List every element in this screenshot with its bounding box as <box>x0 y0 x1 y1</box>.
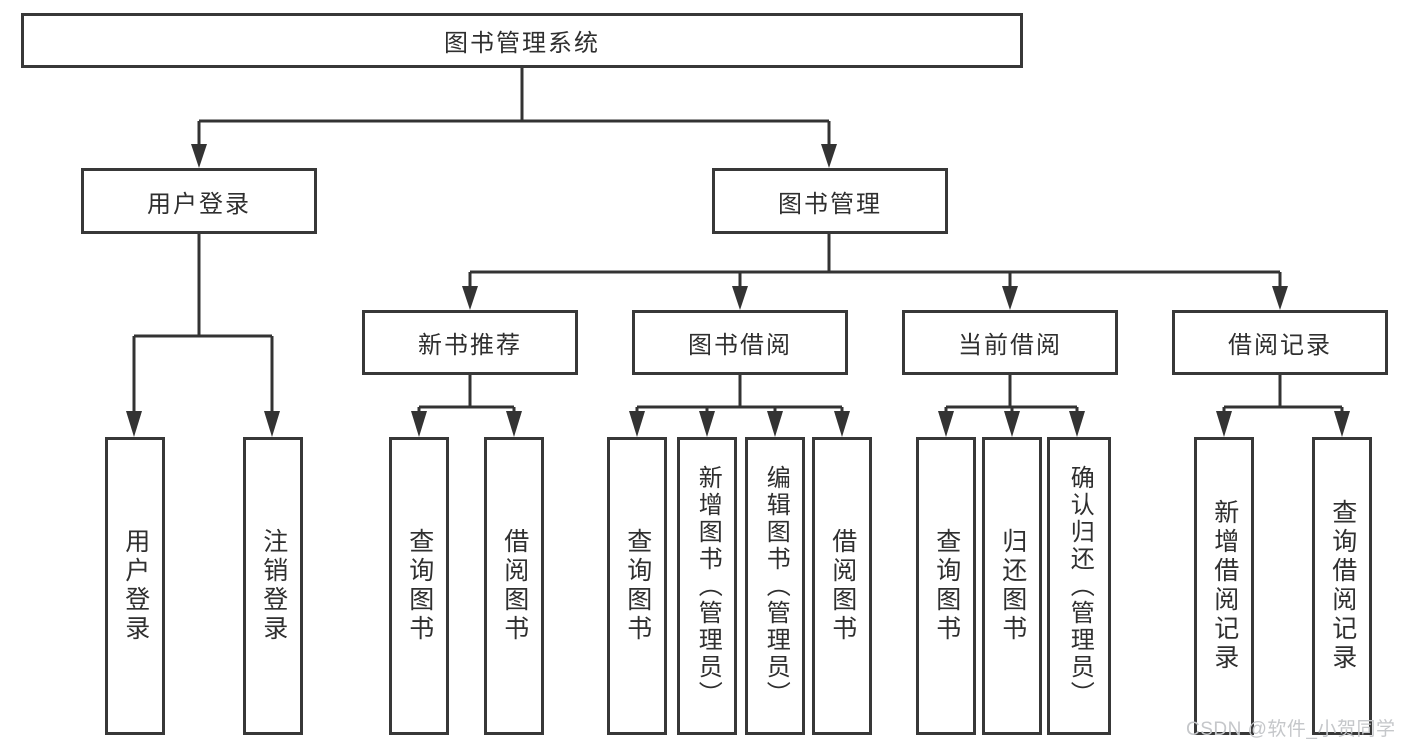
leaf-current-query-book-label: 查询图书 <box>932 528 961 644</box>
node-user-login-label: 用户登录 <box>147 190 251 218</box>
connector-book-management <box>468 234 1282 290</box>
arrowhead <box>462 286 478 310</box>
arrowhead <box>1004 411 1020 437</box>
leaf-user-login-label: 用户登录 <box>121 528 150 644</box>
connector-user-login <box>132 234 274 415</box>
leaf-records-add-record-label: 新增借阅记录 <box>1210 499 1239 673</box>
arrowhead <box>699 411 715 437</box>
leaf-user-login: 用户登录 <box>105 437 165 735</box>
node-borrow-records: 借阅记录 <box>1172 310 1388 375</box>
node-book-management-label: 图书管理 <box>778 190 882 218</box>
arrowhead <box>191 144 207 168</box>
node-current-borrow-label: 当前借阅 <box>958 332 1062 359</box>
connector-borrow-records <box>1222 375 1344 415</box>
connector-book-borrow <box>635 375 844 415</box>
node-book-management: 图书管理 <box>712 168 948 234</box>
leaf-borrow-add-book-admin-label: 新增图书（管理员） <box>694 464 722 708</box>
leaf-borrow-borrow-book: 借阅图书 <box>812 437 872 735</box>
connector-new-book-recommend <box>417 375 516 415</box>
node-root: 图书管理系统 <box>21 13 1023 68</box>
node-book-borrow: 图书借阅 <box>632 310 848 375</box>
arrowhead <box>126 411 142 437</box>
leaf-borrow-query-book-label: 查询图书 <box>623 528 652 644</box>
arrowhead <box>506 411 522 437</box>
leaf-records-add-record: 新增借阅记录 <box>1194 437 1254 735</box>
leaf-recommend-query-book: 查询图书 <box>389 437 449 735</box>
leaf-current-query-book: 查询图书 <box>916 437 976 735</box>
arrowhead <box>1272 286 1288 310</box>
arrowhead <box>732 286 748 310</box>
arrowhead <box>1334 411 1350 437</box>
connector-root <box>197 68 831 148</box>
connector-current-borrow <box>944 375 1079 415</box>
node-user-login: 用户登录 <box>81 168 317 234</box>
leaf-logout: 注销登录 <box>243 437 303 735</box>
arrowhead <box>264 411 280 437</box>
arrowhead <box>834 411 850 437</box>
node-new-book-recommend-label: 新书推荐 <box>418 332 522 359</box>
node-root-label: 图书管理系统 <box>444 30 600 57</box>
leaf-borrow-edit-book-admin: 编辑图书（管理员） <box>745 437 805 735</box>
node-borrow-records-label: 借阅记录 <box>1228 332 1332 359</box>
arrowhead <box>1069 411 1085 437</box>
leaf-recommend-borrow-book: 借阅图书 <box>484 437 544 735</box>
leaf-borrow-borrow-book-label: 借阅图书 <box>828 528 857 644</box>
leaf-logout-label: 注销登录 <box>259 528 288 644</box>
arrowhead <box>938 411 954 437</box>
leaf-current-confirm-return-admin: 确认归还（管理员） <box>1047 437 1111 735</box>
leaf-borrow-query-book: 查询图书 <box>607 437 667 735</box>
arrowheads <box>126 144 1350 437</box>
leaf-current-confirm-return-admin-label: 确认归还（管理员） <box>1066 464 1094 708</box>
leaf-recommend-query-book-label: 查询图书 <box>405 528 434 644</box>
leaf-borrow-add-book-admin: 新增图书（管理员） <box>677 437 737 735</box>
arrowhead <box>821 144 837 168</box>
arrowhead <box>767 411 783 437</box>
node-book-borrow-label: 图书借阅 <box>688 332 792 359</box>
arrowhead <box>1216 411 1232 437</box>
node-new-book-recommend: 新书推荐 <box>362 310 578 375</box>
csdn-watermark: CSDN @软件_小贺同学 <box>1186 719 1396 740</box>
leaf-recommend-borrow-book-label: 借阅图书 <box>500 528 529 644</box>
arrowhead <box>629 411 645 437</box>
arrowhead <box>1002 286 1018 310</box>
leaf-records-query-record: 查询借阅记录 <box>1312 437 1372 735</box>
node-current-borrow: 当前借阅 <box>902 310 1118 375</box>
leaf-records-query-record-label: 查询借阅记录 <box>1328 499 1357 673</box>
leaf-borrow-edit-book-admin-label: 编辑图书（管理员） <box>762 464 790 708</box>
leaf-current-return-book: 归还图书 <box>982 437 1042 735</box>
arrowhead <box>411 411 427 437</box>
leaf-current-return-book-label: 归还图书 <box>998 528 1027 644</box>
